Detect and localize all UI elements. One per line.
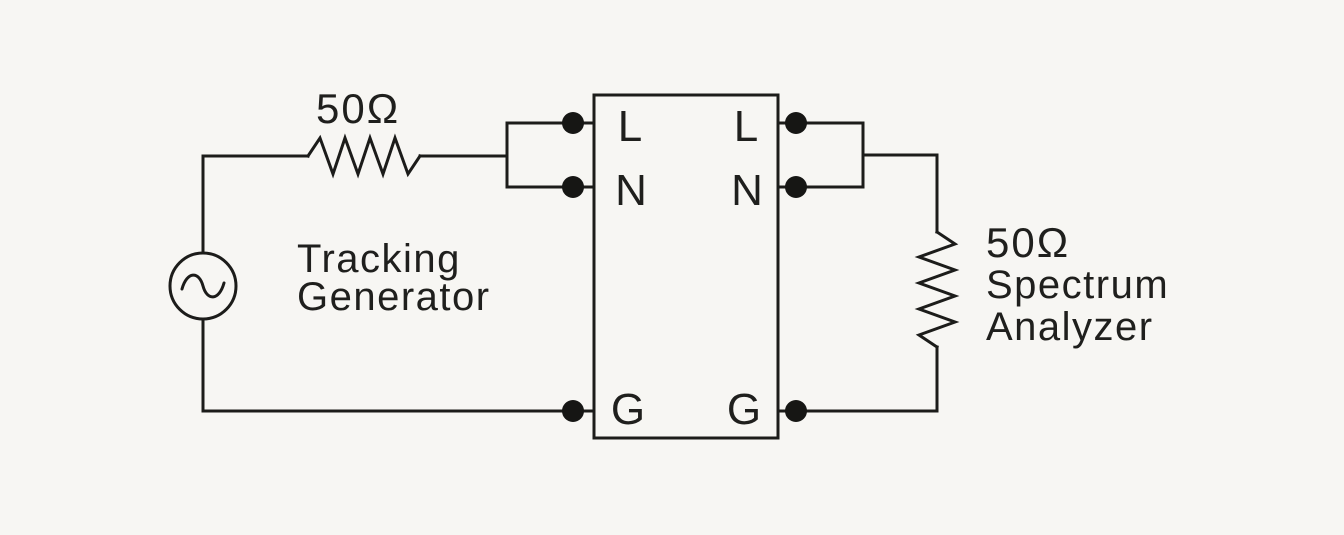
terminal-label-right-g: G <box>727 385 761 434</box>
terminal-dot-right-g <box>785 400 807 422</box>
analyzer-label-line2: Analyzer <box>986 305 1154 349</box>
load-resistor-value: 50Ω <box>986 219 1070 266</box>
terminal-dot-left-l <box>562 112 584 134</box>
resistor-icon-load <box>914 229 960 350</box>
terminal-label-right-n: N <box>731 166 763 215</box>
generator-label-line2: Generator <box>297 275 491 319</box>
wire-source-top <box>201 154 310 255</box>
terminal-dot-right-l <box>785 112 807 134</box>
terminal-label-left-n: N <box>615 166 647 215</box>
terminal-dot-left-n <box>562 176 584 198</box>
dut-box <box>592 93 780 440</box>
resistor-icon-source <box>305 133 423 179</box>
terminal-label-right-l: L <box>734 102 758 151</box>
terminal-dot-right-n <box>785 176 807 198</box>
terminal-label-left-l: L <box>618 102 642 151</box>
terminal-label-left-g: G <box>611 385 645 434</box>
terminal-dots <box>562 112 807 422</box>
generator-label-line1: Tracking <box>297 237 461 281</box>
wire-source-bottom <box>201 317 596 413</box>
terminal-dot-left-g <box>562 400 584 422</box>
analyzer-label-line1: Spectrum <box>986 263 1169 307</box>
source-resistor-value: 50Ω <box>316 85 400 132</box>
